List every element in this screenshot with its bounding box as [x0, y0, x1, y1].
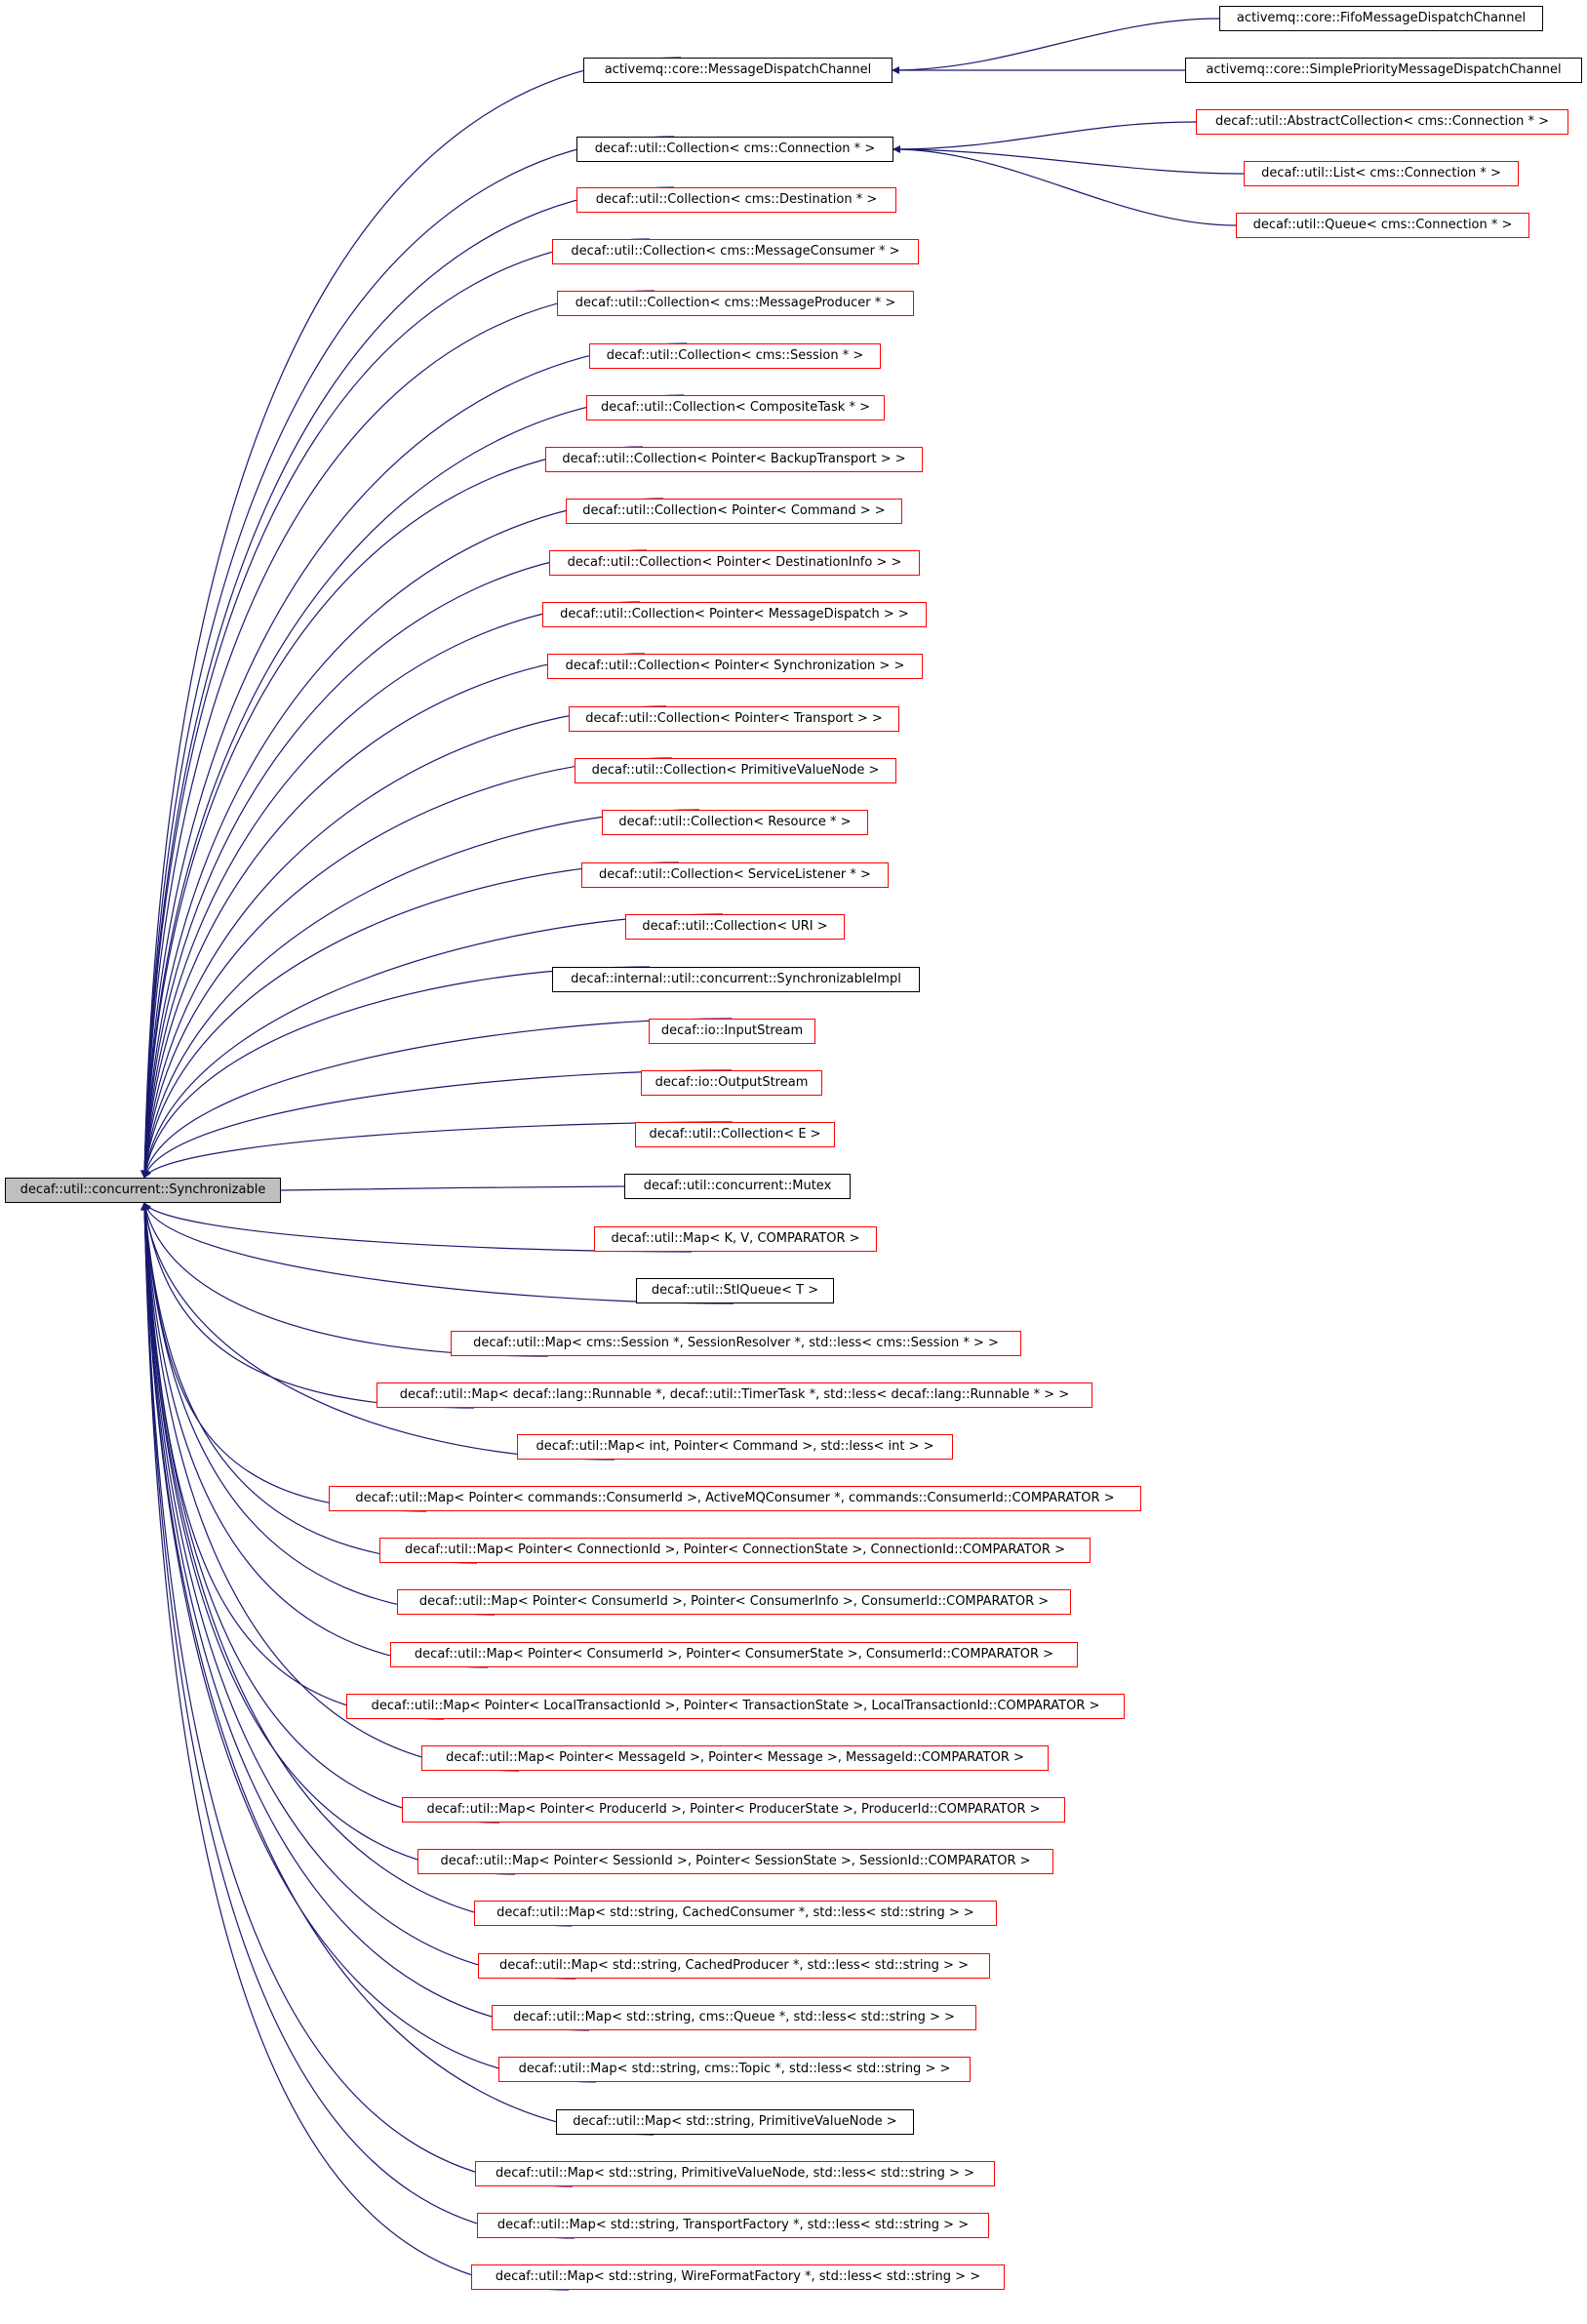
class-node-decaf-util-concurrent-mutex-21[interactable]: decaf::util::concurrent::Mutex	[624, 1174, 851, 1199]
class-node-decaf-util-map-std-string-cachedconsumer-std-less-std-string-35[interactable]: decaf::util::Map< std::string, CachedCon…	[474, 1901, 997, 1926]
class-node-decaf-util-map-pointer-sessionid-pointer-sessionstate-sessio-34[interactable]: decaf::util::Map< Pointer< SessionId >, …	[417, 1849, 1053, 1874]
edge-to-root-1	[140, 136, 675, 1179]
class-node-decaf-util-map-std-string-wireformatfactory-std-less-std-str-42[interactable]: decaf::util::Map< std::string, WireForma…	[471, 2264, 1005, 2290]
derived-class-node-decaf-util-list-cms-connection-3[interactable]: decaf::util::List< cms::Connection * >	[1244, 161, 1519, 186]
edge-to-root-6	[140, 394, 685, 1179]
edge-derived-3	[893, 145, 1245, 175]
edge-derived-2	[893, 121, 1197, 153]
class-node-decaf-util-collection-compositetask-6[interactable]: decaf::util::Collection< CompositeTask *…	[586, 395, 885, 421]
edge-to-root-37	[140, 1202, 590, 2031]
class-node-decaf-util-collection-cms-session-5[interactable]: decaf::util::Collection< cms::Session * …	[589, 343, 881, 369]
edge-to-root-21	[273, 1185, 625, 1194]
class-node-decaf-util-map-k-v-comparator-22[interactable]: decaf::util::Map< K, V, COMPARATOR >	[594, 1226, 877, 1252]
class-node-decaf-util-map-decaf-lang-runnable-decaf-util-timertask-std--25[interactable]: decaf::util::Map< decaf::lang::Runnable …	[377, 1382, 1092, 1408]
edge-to-root-2	[140, 186, 675, 1179]
class-node-decaf-util-collection-primitivevaluenode-13[interactable]: decaf::util::Collection< PrimitiveValueN…	[575, 758, 896, 783]
class-node-decaf-util-collection-pointer-backuptransport-7[interactable]: decaf::util::Collection< Pointer< Backup…	[545, 447, 923, 472]
edge-to-root-16	[140, 913, 724, 1179]
edge-to-root-0	[140, 57, 682, 1179]
edge-to-root-27	[140, 1202, 427, 1512]
edge-to-root-17	[141, 966, 651, 1179]
edge-to-root-39	[140, 1202, 655, 2136]
class-node-decaf-util-map-pointer-consumerid-pointer-consumerinfo-consu-29[interactable]: decaf::util::Map< Pointer< ConsumerId >,…	[397, 1589, 1071, 1615]
class-node-decaf-util-collection-pointer-command-8[interactable]: decaf::util::Collection< Pointer< Comman…	[566, 499, 902, 524]
edge-to-root-23	[142, 1202, 734, 1304]
edge-derived-4	[893, 145, 1237, 226]
class-node-decaf-util-collection-cms-messageconsumer-3[interactable]: decaf::util::Collection< cms::MessageCon…	[552, 239, 919, 264]
class-node-decaf-internal-util-concurrent-synchronizableimpl-17[interactable]: decaf::internal::util::concurrent::Synch…	[552, 967, 920, 992]
edge-to-root-19	[142, 1069, 733, 1179]
edge-to-root-7	[140, 446, 644, 1179]
edge-to-root-15	[140, 861, 680, 1179]
class-node-decaf-util-collection-cms-messageproducer-4[interactable]: decaf::util::Collection< cms::MessagePro…	[557, 291, 914, 316]
edge-derived-0	[892, 18, 1220, 74]
class-node-decaf-util-map-cms-session-sessionresolver-std-less-cms-sess-24[interactable]: decaf::util::Map< cms::Session *, Sessio…	[451, 1331, 1021, 1356]
class-node-decaf-util-map-pointer-localtransactionid-pointer-transactio-31[interactable]: decaf::util::Map< Pointer< LocalTransact…	[346, 1694, 1125, 1719]
edge-to-root-40	[140, 1202, 574, 2187]
class-node-decaf-util-collection-pointer-destinationinfo-9[interactable]: decaf::util::Collection< Pointer< Destin…	[549, 550, 920, 576]
edge-to-root-25	[141, 1202, 475, 1409]
class-node-decaf-util-map-pointer-producerid-pointer-producerstate-prod-33[interactable]: decaf::util::Map< Pointer< ProducerId >,…	[402, 1797, 1065, 1823]
class-node-decaf-util-map-std-string-cachedproducer-std-less-std-string-36[interactable]: decaf::util::Map< std::string, CachedPro…	[478, 1953, 990, 1979]
edge-to-root-41	[140, 1202, 575, 2239]
class-node-decaf-util-collection-e-20[interactable]: decaf::util::Collection< E >	[635, 1122, 835, 1147]
class-node-decaf-util-map-std-string-primitivevaluenode-39[interactable]: decaf::util::Map< std::string, Primitive…	[556, 2109, 914, 2135]
edge-to-root-12	[140, 705, 667, 1179]
edge-to-root-33	[140, 1202, 500, 1823]
class-node-decaf-util-map-pointer-consumerid-pointer-consumerstate-cons-30[interactable]: decaf::util::Map< Pointer< ConsumerId >,…	[390, 1642, 1078, 1667]
root-class-node: decaf::util::concurrent::Synchronizable	[5, 1178, 281, 1203]
edge-to-root-20	[143, 1121, 734, 1179]
class-node-decaf-util-map-std-string-cms-queue-std-less-std-string-37[interactable]: decaf::util::Map< std::string, cms::Queu…	[492, 2005, 976, 2030]
class-node-decaf-util-collection-servicelistener-15[interactable]: decaf::util::Collection< ServiceListener…	[581, 862, 889, 888]
edge-to-root-3	[140, 238, 651, 1179]
edge-to-root-14	[140, 809, 700, 1179]
edge-to-root-9	[140, 549, 648, 1179]
class-node-decaf-util-stlqueue-t-23[interactable]: decaf::util::StlQueue< T >	[636, 1278, 834, 1303]
class-node-decaf-util-map-pointer-connectionid-pointer-connectionstate--28[interactable]: decaf::util::Map< Pointer< ConnectionId …	[379, 1538, 1091, 1563]
class-node-decaf-util-collection-cms-destination-2[interactable]: decaf::util::Collection< cms::Destinatio…	[576, 187, 896, 213]
derived-class-node-activemq-core-simpleprioritymessagedispatchchannel-1[interactable]: activemq::core::SimplePriorityMessageDis…	[1185, 58, 1582, 83]
class-node-decaf-util-map-std-string-cms-topic-std-less-std-string-38[interactable]: decaf::util::Map< std::string, cms::Topi…	[498, 2057, 971, 2082]
class-node-decaf-util-collection-resource-14[interactable]: decaf::util::Collection< Resource * >	[602, 810, 868, 835]
edge-to-root-13	[140, 757, 673, 1179]
derived-class-node-activemq-core-fifomessagedispatchchannel-0[interactable]: activemq::core::FifoMessageDispatchChann…	[1219, 6, 1543, 31]
class-node-decaf-util-map-pointer-messageid-pointer-message-messageid-c-32[interactable]: decaf::util::Map< Pointer< MessageId >, …	[421, 1745, 1049, 1771]
class-node-decaf-util-collection-pointer-transport-12[interactable]: decaf::util::Collection< Pointer< Transp…	[569, 706, 899, 732]
edge-to-root-10	[140, 601, 641, 1179]
class-node-decaf-util-collection-pointer-messagedispatch-10[interactable]: decaf::util::Collection< Pointer< Messag…	[542, 602, 927, 627]
class-node-decaf-util-collection-cms-connection-1[interactable]: decaf::util::Collection< cms::Connection…	[576, 137, 893, 162]
class-node-decaf-util-map-int-pointer-command-std-less-int-26[interactable]: decaf::util::Map< int, Pointer< Command …	[517, 1434, 953, 1460]
class-node-decaf-io-outputstream-19[interactable]: decaf::io::OutputStream	[641, 1070, 822, 1096]
derived-class-node-decaf-util-abstractcollection-cms-connection-2[interactable]: decaf::util::AbstractCollection< cms::Co…	[1196, 109, 1568, 135]
edge-to-root-42	[140, 1202, 570, 2291]
derived-class-node-decaf-util-queue-cms-connection-4[interactable]: decaf::util::Queue< cms::Connection * >	[1236, 213, 1529, 238]
class-node-decaf-io-inputstream-18[interactable]: decaf::io::InputStream	[649, 1019, 815, 1044]
class-node-decaf-util-map-std-string-primitivevaluenode-std-less-std-st-40[interactable]: decaf::util::Map< std::string, Primitive…	[475, 2161, 995, 2186]
edge-to-root-5	[140, 342, 688, 1179]
class-node-activemq-core-messagedispatchchannel-0[interactable]: activemq::core::MessageDispatchChannel	[583, 58, 893, 83]
class-node-decaf-util-collection-pointer-synchronization-11[interactable]: decaf::util::Collection< Pointer< Synchr…	[547, 654, 923, 679]
edge-to-root-18	[141, 1018, 733, 1179]
class-node-decaf-util-map-std-string-transportfactory-std-less-std-stri-41[interactable]: decaf::util::Map< std::string, Transport…	[477, 2213, 989, 2238]
edge-to-root-4	[140, 290, 655, 1179]
edge-to-root-8	[140, 498, 664, 1179]
edge-to-root-22	[143, 1202, 693, 1253]
class-node-decaf-util-collection-uri-16[interactable]: decaf::util::Collection< URI >	[625, 914, 845, 940]
edge-to-root-11	[140, 653, 646, 1179]
class-node-decaf-util-map-pointer-commands-consumerid-activemqconsumer--27[interactable]: decaf::util::Map< Pointer< commands::Con…	[329, 1486, 1141, 1511]
edge-to-root-36	[140, 1202, 576, 1980]
edge-to-root-35	[140, 1202, 573, 1927]
